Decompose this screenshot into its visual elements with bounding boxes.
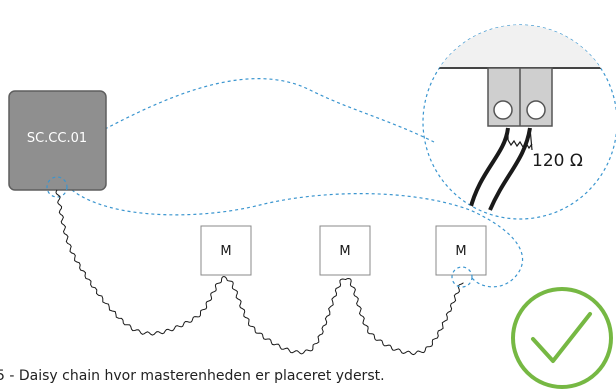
module-label-1: M xyxy=(220,244,231,259)
controller-box xyxy=(8,90,107,191)
resistor-zigzag xyxy=(507,139,533,150)
dashed-line-top xyxy=(104,78,435,143)
controller-label: SC.CC.01 xyxy=(27,131,87,146)
cable-wire-1 xyxy=(468,127,510,211)
zoom-detail xyxy=(423,25,616,211)
checkmark-circle xyxy=(511,287,613,389)
cable-wire-2 xyxy=(488,127,532,211)
controller-port xyxy=(46,176,68,198)
resistor-label: 120 Ω xyxy=(532,151,583,171)
module-3-port xyxy=(451,266,473,288)
module-box-1 xyxy=(200,225,252,276)
terminal-screw-left xyxy=(493,100,513,120)
module-label-3: M xyxy=(455,244,466,259)
module-box-3 xyxy=(435,225,487,276)
checkmark-icon xyxy=(531,312,592,363)
bus-cable xyxy=(55,189,464,356)
resistor-lead xyxy=(507,127,533,151)
module-box-2 xyxy=(319,225,371,276)
module-label-2: M xyxy=(339,244,350,259)
terminal-screw-right xyxy=(526,100,546,120)
figure-caption: 5 - Daisy chain hvor masterenheden er pl… xyxy=(0,368,385,384)
dashed-line-bottom xyxy=(71,189,524,288)
